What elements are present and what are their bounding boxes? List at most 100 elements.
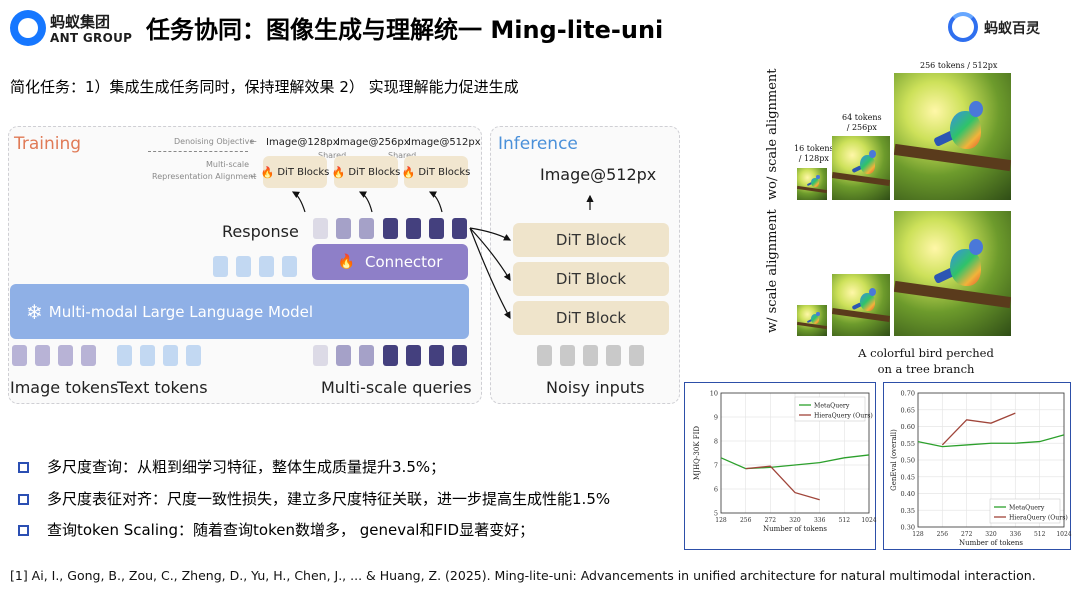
text-token [140,345,155,366]
series-line [745,465,820,501]
bird-image-256-wo [832,136,890,200]
text-token [163,345,178,366]
y-tick-label: 9 [714,414,718,422]
multiscale-queries-label: Multi-scale queries [321,378,472,397]
bullet-square-icon [18,525,29,536]
y-tick-label: 6 [714,486,718,494]
text-response-token [259,256,274,277]
bailing-logo-icon [948,12,978,42]
logo-left-cn: 蚂蚁集团 [50,13,111,31]
x-tick-label: 336 [1010,531,1022,538]
image-token [35,345,50,366]
row-label-wo-alignment: wo/ scale alignment [765,68,780,200]
token-label-256: 256 tokens / 512px [920,61,998,70]
mllm-block: ❄Multi-modal Large Language Model [10,284,469,339]
y-tick-label: 0.45 [901,473,915,481]
query-token [383,345,398,366]
response-token [452,218,467,239]
x-tick-label: 1024 [1056,531,1071,538]
text-token [186,345,201,366]
text-tokens-label: Text tokens [117,378,208,397]
y-tick-label: 0.50 [901,457,915,465]
y-axis-label: MJHQ-30K FID [693,426,701,480]
dit-block-1: DiT Block [513,223,669,257]
query-token [336,345,351,366]
y-tick-label: 0.65 [901,406,915,414]
plot-frame [720,392,870,514]
series-line [941,412,1016,446]
response-label: Response [222,222,299,241]
image-token [81,345,96,366]
x-tick-label: 320 [985,531,997,538]
query-token [313,345,328,366]
noisy-token [629,345,644,366]
text-response-token [236,256,251,277]
text-response-token [282,256,297,277]
bullet-item: 多尺度表征对齐：尺度一致性损失，建立多尺度特征关联，进一步提高生成性能1.5% [18,488,610,509]
response-token [406,218,421,239]
x-tick-label: 272 [961,531,973,538]
y-tick-label: 8 [714,438,718,446]
dit-blocks-512: 🔥DiT Blocks [401,156,470,188]
bird-image-512-wo [894,73,1011,200]
noisy-inputs-label: Noisy inputs [546,378,645,397]
logo-left-en: ANT GROUP [50,31,133,45]
response-token [313,218,328,239]
y-tick-label: 0.35 [901,507,915,515]
noisy-token [537,345,552,366]
bird-image-128-w [797,305,827,336]
flame-icon: 🔥 [331,165,346,179]
x-tick-label: 128 [715,517,727,524]
series-line [917,434,1065,448]
x-tick-label: 336 [814,517,826,524]
shared-label: Shared [388,151,417,160]
query-token [359,345,374,366]
x-axis-label: Number of tokens [959,539,1023,547]
training-label: Training [14,134,82,154]
query-token [406,345,421,366]
x-axis-label: Number of tokens [763,525,827,533]
bullet-item: 多尺度查询：从粗到细学习特征，整体生成质量提升3.5%； [18,456,445,477]
x-tick-label: 272 [765,517,777,524]
row-label-w-alignment: w/ scale alignment [765,209,780,333]
reference: [1] Ai, I., Gong, B., Zou, C., Zheng, D.… [10,568,1036,583]
page-title: 任务协同：图像生成与理解统一 Ming-lite-uni [146,16,664,44]
dit-block-2: DiT Block [513,262,669,296]
x-tick-label: 512 [1034,531,1046,538]
denoising-objective-label: Denoising Objective [174,137,255,146]
bird-image-256-w [832,274,890,336]
token-label-16: 16 tokens/ 128px [794,144,834,163]
noisy-token [606,345,621,366]
multiscale-label-1: Multi-scale [206,160,250,169]
x-tick-label: 128 [912,531,924,538]
bailing-logo: 蚂蚁百灵 [948,12,1058,46]
bird-image-512-w [894,211,1011,336]
response-token [383,218,398,239]
y-tick-label: 0.30 [901,524,915,532]
text-token [117,345,132,366]
legend-label: MetaQuery [814,402,850,409]
x-tick-label: 320 [789,517,801,524]
image-128-label: Image@128px [266,137,339,148]
token-label-64: 64 tokens/ 256px [842,113,882,132]
query-token [429,345,444,366]
y-tick-label: 0.40 [901,490,915,498]
legend-label: HieraQuery (Ours) [814,412,873,419]
text-response-token [213,256,228,277]
query-token [452,345,467,366]
image-512-label: Image@512px [408,137,481,148]
dit-block-3: DiT Block [513,301,669,335]
flame-icon: 🔥 [401,165,416,179]
ant-group-logo: 蚂蚁集团 ANT GROUP [10,8,140,50]
y-tick-label: 5 [714,510,718,518]
subtitle: 简化任务：1）集成生成任务同时，保持理解效果 2） 实现理解能力促进生成 [10,78,519,96]
flame-icon: 🔥 [337,254,356,270]
logo-right-cn: 蚂蚁百灵 [984,21,1040,37]
x-tick-label: 256 [937,531,949,538]
arrow-left-icon: ← [250,172,257,181]
x-tick-label: 512 [839,517,851,524]
